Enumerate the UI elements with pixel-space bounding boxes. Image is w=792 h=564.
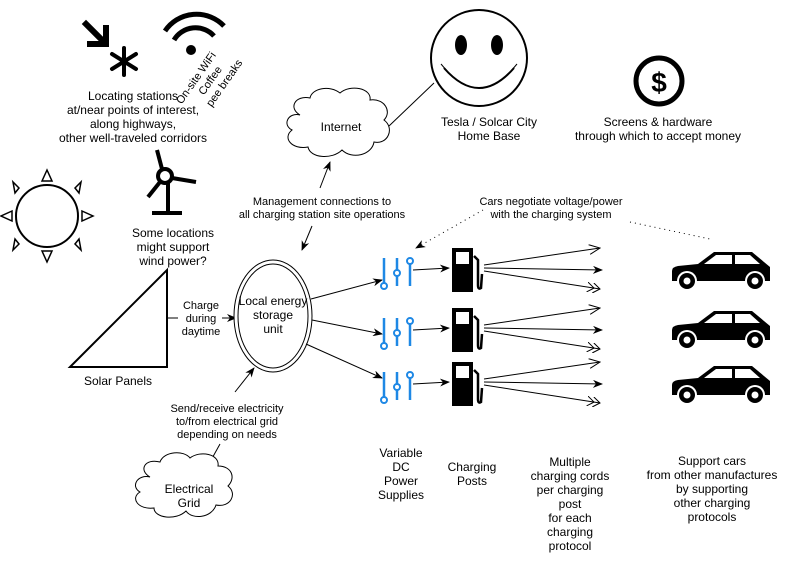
management-arrow-top: [319, 161, 331, 189]
charging-row: [380, 362, 770, 406]
slider-controls-icon: [380, 371, 414, 404]
slider-controls-icon: [380, 317, 414, 350]
cloud-icon: [286, 87, 390, 157]
dc-post-arrow: [412, 324, 450, 333]
negotiate-dotted-right: [629, 221, 711, 240]
fuel-pump-icon: [452, 308, 484, 352]
solar-panel-triangle: [67, 267, 168, 368]
storage-dc-arrow-1: [310, 278, 383, 300]
charging-row: [380, 248, 770, 292]
location-arrow-icon: [81, 19, 138, 77]
negotiate-dotted-left: [415, 209, 484, 249]
car-icon: [672, 366, 770, 405]
grid-arrow-top: [234, 367, 255, 393]
dollar-coin-icon: $: [633, 55, 685, 107]
storage-dc-arrow-3: [305, 343, 383, 379]
management-arrow-bottom: [301, 225, 313, 251]
charging-cords: [483, 362, 603, 403]
grid-cloud: [135, 452, 233, 518]
car-icon: [672, 311, 770, 350]
solar-label: Solar Panels: [84, 374, 152, 388]
internet-cloud: [286, 87, 390, 157]
charging-cords: [483, 308, 603, 349]
cloud-icon: [135, 452, 233, 518]
dc-post-arrow: [412, 264, 450, 273]
internet-homebase-link: [388, 82, 435, 127]
charging-row: [380, 308, 770, 352]
fuel-pump-icon: [452, 362, 484, 406]
storage-dc-arrow-2: [311, 319, 383, 337]
slider-controls-icon: [380, 257, 414, 290]
storage-unit: [233, 259, 313, 373]
svg-text:$: $: [651, 67, 667, 98]
internet-label: Internet: [321, 120, 362, 134]
car-icon: [672, 252, 770, 291]
smiley-icon: [430, 9, 528, 107]
sun-icon: [0, 168, 95, 264]
wind-turbine-icon: [146, 149, 197, 215]
dc-post-arrow: [412, 378, 450, 387]
wifi-icon: [162, 11, 226, 55]
charging-cords: [483, 248, 603, 289]
fuel-pump-icon: [452, 248, 484, 292]
